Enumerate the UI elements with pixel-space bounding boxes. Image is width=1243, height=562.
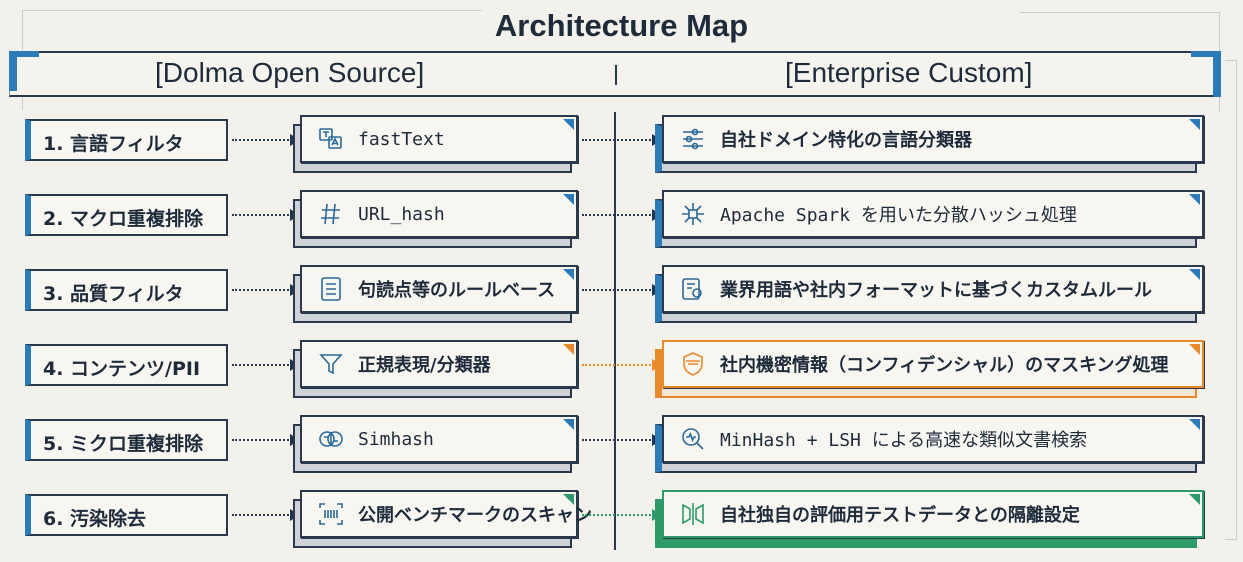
arrow-connector: [582, 434, 662, 446]
arrow-connector: [582, 134, 662, 146]
corner-marker: [563, 269, 574, 280]
corner-bracket: [1191, 51, 1221, 97]
arrow-connector: [232, 359, 300, 371]
corner-marker: [563, 419, 574, 430]
corner-marker: [1189, 194, 1200, 205]
open-source-method: 句読点等のルールベース: [358, 280, 556, 301]
enterprise-method: 自社独自の評価用テストデータとの隔離設定: [720, 505, 1080, 526]
corner-marker: [1189, 269, 1200, 280]
step-label: 6. 汚染除去: [25, 494, 228, 536]
page-title: Architecture Map: [494, 8, 749, 43]
corner-marker: [1189, 344, 1200, 355]
open-source-card: Simhash: [300, 415, 578, 463]
split-isolation-icon: [682, 503, 704, 525]
enterprise-card: 自社独自の評価用テストデータとの隔離設定: [662, 490, 1204, 538]
column-header-band: [Dolma Open Source] [Enterprise Custom]: [9, 51, 1221, 97]
arrow-connector: [232, 434, 300, 446]
arrow-connector: [232, 134, 300, 146]
enterprise-method: 社内機密情報（コンフィデンシャル）のマスキング処理: [720, 355, 1169, 376]
arrow-connector: [232, 509, 300, 521]
corner-marker: [563, 344, 574, 355]
open-source-card: 句読点等のルールベース: [300, 265, 578, 313]
network-icon: [682, 203, 704, 225]
corner-marker: [1189, 119, 1200, 130]
open-source-method: Simhash: [358, 428, 434, 450]
step-label: 3. 品質フィルタ: [25, 269, 228, 311]
pipeline-row: 3. 品質フィルタ 句読点等のルールベース 業界用語や社内フォーマットに基づくカ…: [0, 260, 1243, 323]
enterprise-method: MinHash + LSH による高速な類似文書検索: [720, 430, 1088, 451]
step-label: 2. マクロ重複排除: [25, 194, 228, 236]
enterprise-method: 業界用語や社内フォーマットに基づくカスタムルール: [720, 280, 1152, 301]
corner-marker: [1189, 419, 1200, 430]
enterprise-card: 業界用語や社内フォーマットに基づくカスタムルール: [662, 265, 1204, 313]
corner-marker: [1189, 494, 1200, 505]
enterprise-card: Apache Spark を用いた分散ハッシュ処理: [662, 190, 1204, 238]
pipeline-row: 1. 言語フィルタ fastText 自社ドメイン特化の言語分類器: [0, 110, 1243, 173]
open-source-method: 公開ベンチマークのスキャン: [358, 505, 592, 526]
step-label: 5. ミクロ重複排除: [25, 419, 228, 461]
open-source-method: URL_hash: [358, 203, 445, 225]
arrow-connector: [582, 359, 662, 371]
pipeline-row: 5. ミクロ重複排除 Simhash MinHash + LSH による高速な類…: [0, 410, 1243, 473]
arrow-connector: [582, 209, 662, 221]
open-source-card: URL_hash: [300, 190, 578, 238]
enterprise-method: 自社ドメイン特化の言語分類器: [720, 130, 972, 151]
step-label: 1. 言語フィルタ: [25, 119, 228, 161]
header-divider: [615, 65, 617, 85]
pipeline-row: 2. マクロ重複排除 URL_hash Apache Spark を用いた分散ハ…: [0, 185, 1243, 248]
enterprise-card: 自社ドメイン特化の言語分類器: [662, 115, 1204, 163]
column-divider: [614, 112, 616, 550]
arrow-connector: [232, 209, 300, 221]
column-header-enterprise: [Enterprise Custom]: [785, 57, 1033, 88]
enterprise-method: Apache Spark を用いた分散ハッシュ処理: [720, 205, 1077, 226]
corner-marker: [563, 119, 574, 130]
brain-icon: [319, 431, 343, 447]
document-settings-icon: [682, 278, 702, 300]
arrow-connector: [582, 509, 662, 521]
barcode-scan-icon: [319, 503, 343, 525]
arrow-connector: [232, 284, 300, 296]
mask-shield-icon: [683, 352, 703, 376]
decorative-frame: [1225, 60, 1237, 540]
corner-marker: [563, 494, 574, 505]
pipeline-row: 4. コンテンツ/PII 正規表現/分類器 社内機密情報（コンフィデンシャル）の…: [0, 335, 1243, 398]
open-source-method: 正規表現/分類器: [358, 355, 491, 376]
step-label: 4. コンテンツ/PII: [25, 344, 228, 386]
translate-icon: [319, 128, 342, 149]
enterprise-card: MinHash + LSH による高速な類似文書検索: [662, 415, 1204, 463]
hash-icon: [321, 203, 340, 225]
enterprise-card: 社内機密情報（コンフィデンシャル）のマスキング処理: [662, 340, 1204, 388]
search-pulse-icon: [682, 428, 704, 450]
filter-icon: [319, 354, 343, 375]
list-icon: [321, 277, 341, 301]
open-source-card: fastText: [300, 115, 578, 163]
corner-bracket: [9, 51, 39, 91]
column-header-open-source: [Dolma Open Source]: [155, 57, 425, 88]
open-source-card: 公開ベンチマークのスキャン: [300, 490, 592, 538]
open-source-method: fastText: [358, 128, 445, 150]
sliders-icon: [683, 128, 703, 150]
arrow-connector: [582, 284, 662, 296]
corner-marker: [563, 194, 574, 205]
open-source-card: 正規表現/分類器: [300, 340, 578, 388]
pipeline-row: 6. 汚染除去 公開ベンチマークのスキャン 自社独自の評価用テストデータとの隔離…: [0, 485, 1243, 548]
